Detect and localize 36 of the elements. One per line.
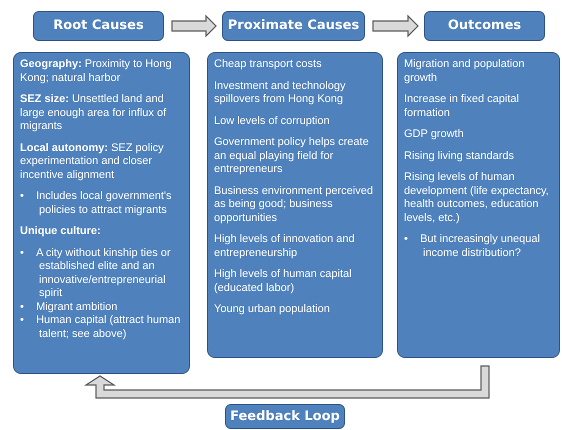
header-text: Outcomes [448,17,522,36]
list-item: Migration and population growth [404,58,526,85]
content-box [397,52,560,358]
list-item: Government policy helps create an equal playing field for entrepreneurs [214,136,370,176]
list-item: Young urban population [214,303,331,316]
list-item: Geography: Proximity to Hong Kong; natural harbor [20,58,173,85]
list-item: Cheap transport costs [214,58,323,72]
bullet-point: • Human capital (attract human talent; see above) [20,314,182,341]
list-item: SEZ size: Unsettled land and large enough area for influx of migrants [20,93,168,134]
list-item: Rising living standards [404,150,516,163]
block-arrow [171,14,217,38]
list-item: Rising levels of human development (life expectancy, health outcomes, education levels, etc.) [404,171,550,225]
content-box [207,52,383,358]
bullet-point: • Includes local government's policies to attract migrants [20,190,172,217]
list-item: Local autonomy: SEZ policy experimentation and closer incentive alignment [20,142,165,182]
list-item: High levels of human capital (educated labor) [214,268,353,295]
block-arrow [372,14,419,38]
list-item: Business environment perceived as being good; business opportunities [214,184,374,225]
list-item: Unique culture: [20,225,102,238]
header-box [222,11,365,41]
header-box [225,404,345,429]
header-box [33,11,164,41]
header-box [424,11,545,41]
header-text: Feedback Loop [230,408,340,426]
bullet-point: • A city without kinship ties or established elite and an innovative/entrepreneurial spirit [20,246,172,300]
header-text: Proximate Causes [228,17,360,36]
list-item: Low levels of corruption [214,114,331,128]
header-text: Root Causes [53,17,144,36]
list-item: Increase in fixed capital formation [404,93,520,120]
bullet-point: • Migrant ambition [20,300,118,314]
bullet-point: • But increasingly unequal income distribution? [404,233,541,260]
list-item: Investment and technology spillovers from Hong Kong [214,80,346,106]
content-box [13,52,190,374]
list-item: High levels of innovation and entrepreneurship [214,233,356,260]
block-arrow [84,365,490,399]
list-item: GDP growth [404,128,465,142]
